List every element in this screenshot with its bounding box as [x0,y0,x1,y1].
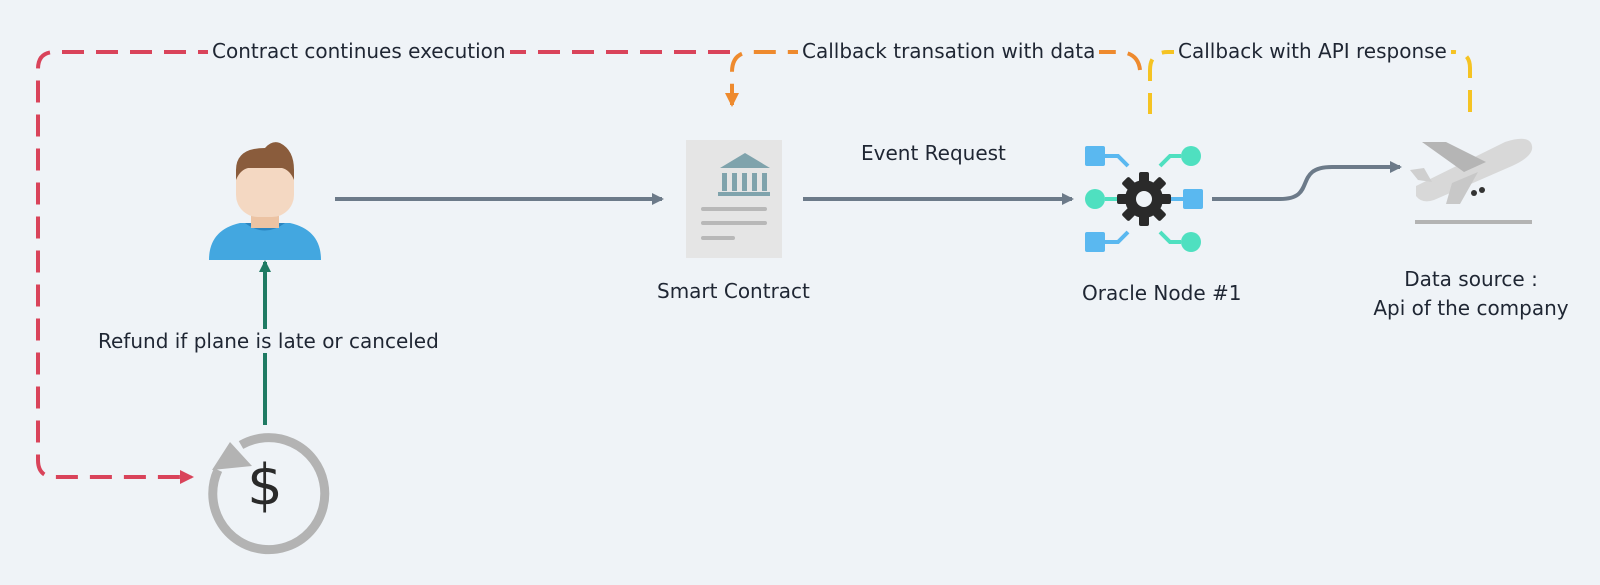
contract-continues-label: Contract continues execution [208,39,510,63]
callback-api-label: Callback with API response [1174,39,1451,63]
user-avatar-icon [209,142,321,260]
callback-transaction-line [725,50,1142,107]
smart-contract-label: Smart Contract [657,279,810,303]
contract-continues-line [36,50,730,484]
airplane-takeoff-icon [1410,138,1533,224]
data-source-line-1: Data source : [1404,267,1538,291]
oracle-node-label: Oracle Node #1 [1082,281,1242,305]
callback-transaction-label: Callback transation with data [798,39,1100,63]
refund-dollar-icon [208,433,330,555]
refund-label: Refund if plane is late or canceled [94,329,443,353]
refund-dollar-symbol: $ [247,453,283,518]
data-source-label: Data source : Api of the company [1360,265,1582,323]
event-request-label: Event Request [861,141,1006,165]
oracle-to-api-arrow [1212,161,1402,201]
data-source-line-2: Api of the company [1373,296,1569,320]
oracle-gear-network-icon [1085,146,1203,252]
smart-contract-document-icon [686,140,782,258]
